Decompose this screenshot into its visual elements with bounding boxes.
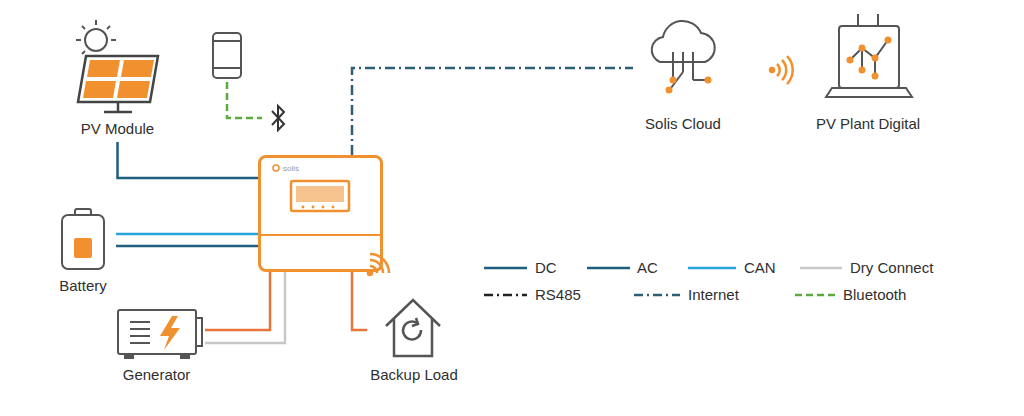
pv-module-node: PV Module (55, 10, 180, 142)
node-label: Battery (59, 277, 107, 295)
node-label: Solis Cloud (645, 115, 721, 133)
wifi-signal (770, 56, 793, 84)
connector (116, 245, 258, 248)
legend-text: Dry Connect (850, 259, 933, 277)
legend-text: Bluetooth (843, 286, 906, 304)
legend-text: RS485 (535, 286, 581, 304)
generator-icon (118, 310, 202, 359)
legend-text: DC (535, 259, 557, 277)
cloud-icon (652, 21, 715, 88)
connector (118, 142, 259, 178)
sun-icon (76, 20, 116, 54)
plant-node: PV Plant Digital (806, 10, 930, 135)
generator-node: Generator (108, 300, 205, 387)
legend-text: Internet (688, 286, 739, 304)
backup-load-node: Backup Load (367, 295, 461, 387)
phone-icon (213, 33, 241, 78)
battery-icon (62, 209, 104, 269)
connector (205, 272, 285, 343)
battery-node: Battery (50, 205, 116, 297)
legend-text: CAN (744, 259, 776, 277)
cloud-node: Solis Cloud (633, 15, 733, 135)
connector (205, 272, 270, 330)
pv-panel-icon (78, 56, 158, 112)
house-icon (386, 300, 440, 356)
legend-text: AC (637, 259, 658, 277)
node-label: Generator (123, 366, 191, 384)
bluetooth-symbol (272, 106, 284, 130)
connector (352, 272, 367, 330)
brand-logo: solis (283, 164, 299, 174)
node-label: PV Module (81, 120, 154, 138)
inverter-node: solis (258, 155, 383, 272)
node-label: Backup Load (370, 366, 458, 384)
inverter-details (258, 155, 408, 295)
connector (116, 233, 258, 236)
connector (352, 68, 633, 155)
laptop-icon (826, 14, 912, 97)
node-label: PV Plant Digital (816, 115, 920, 133)
laptop-nodes (847, 37, 892, 80)
bluetooth-link (227, 82, 262, 118)
cloud-nodes (666, 77, 712, 94)
